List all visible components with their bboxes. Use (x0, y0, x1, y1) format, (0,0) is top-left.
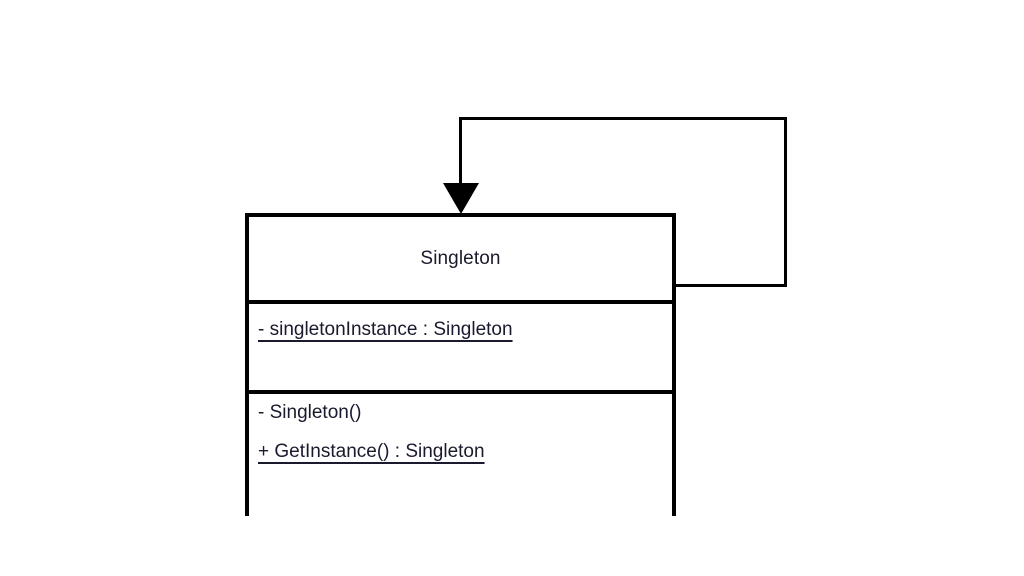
association-segment-top (459, 117, 787, 120)
operation-row: - Singleton() (258, 403, 672, 442)
association-arrowhead-icon (443, 183, 479, 214)
attribute-singletoninstance: - singletonInstance : Singleton (258, 319, 513, 340)
operation-row: + GetInstance() : Singleton (258, 442, 672, 481)
operation-singleton-constructor: - Singleton() (258, 402, 362, 423)
association-segment-left (459, 117, 462, 187)
association-segment-right (784, 117, 787, 287)
class-operations-compartment: - Singleton() + GetInstance() : Singleto… (249, 394, 672, 516)
class-name-label: Singleton (420, 247, 501, 269)
operation-getinstance: + GetInstance() : Singleton (258, 441, 485, 462)
attribute-row: - singletonInstance : Singleton (258, 320, 672, 359)
class-name-compartment: Singleton (249, 217, 672, 304)
class-box-singleton[interactable]: Singleton - singletonInstance : Singleto… (245, 213, 676, 516)
class-attributes-compartment: - singletonInstance : Singleton (249, 304, 672, 394)
association-segment-bottom (672, 284, 787, 287)
